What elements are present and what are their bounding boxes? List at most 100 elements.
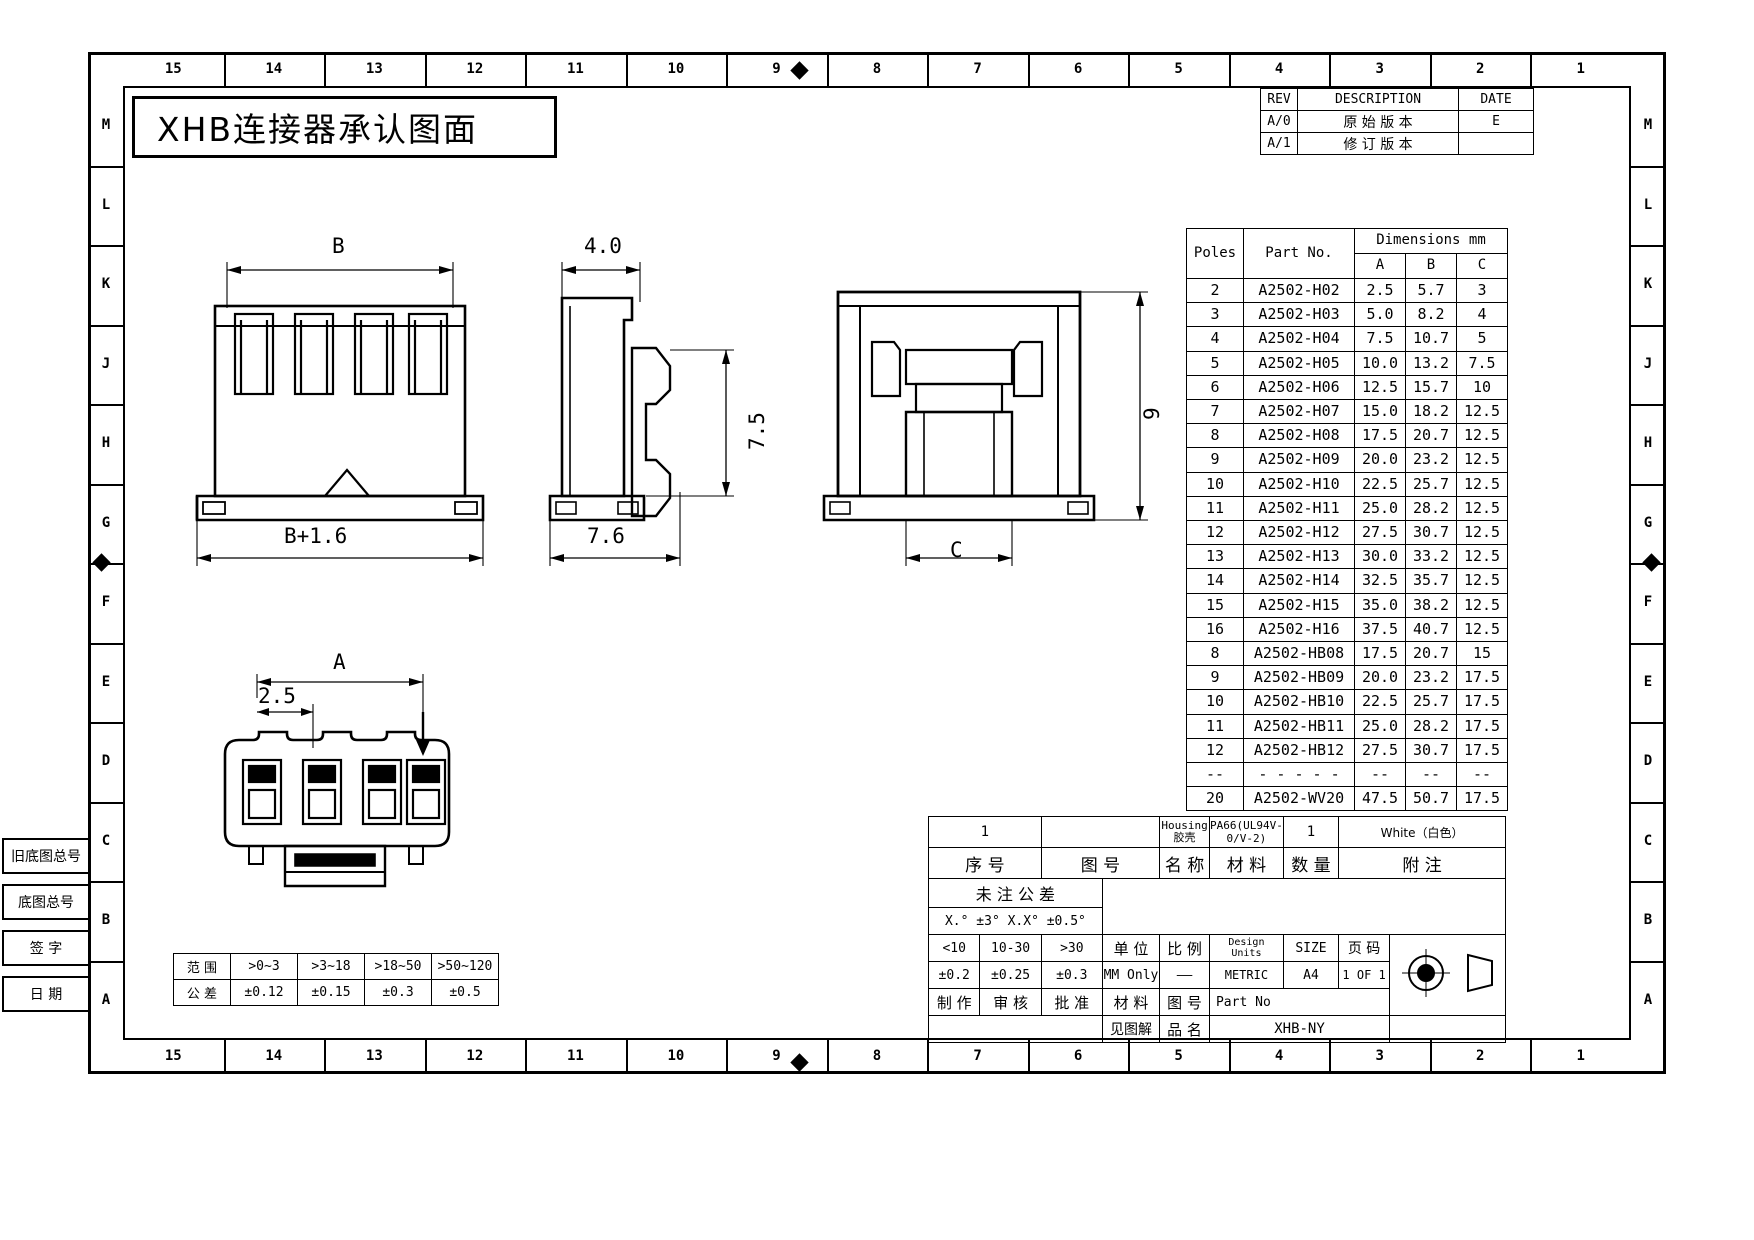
zone-divider <box>625 1040 628 1073</box>
tb-approve-label[interactable]: 批 准 <box>1040 988 1103 1016</box>
dim-b: 10.7 <box>1405 326 1457 352</box>
dim-poles: 10 <box>1186 471 1244 497</box>
dim-part-no: A2502-HB09 <box>1243 665 1355 691</box>
zone-label-8: 8 <box>872 1048 882 1064</box>
drawing-inner-frame <box>123 86 1631 1040</box>
zone-label-7: 7 <box>973 1048 982 1064</box>
zone-label-B: B <box>101 912 111 928</box>
tb-row-tolerance-title: 未 注 公 差 <box>928 878 1507 935</box>
zone-divider <box>826 1040 829 1073</box>
tb-check-label[interactable]: 审 核 <box>979 988 1042 1016</box>
dim-a: 27.5 <box>1354 520 1406 546</box>
zone-label-13: 13 <box>365 1048 383 1064</box>
tb-remark-value: White（白色） <box>1338 816 1506 848</box>
dim-a: 47.5 <box>1354 786 1406 812</box>
zone-divider <box>1228 53 1231 86</box>
tb-maker-label[interactable]: 制 作 <box>927 988 981 1016</box>
tb-scale-label: 比 例 <box>1159 934 1210 962</box>
dim-b: 40.7 <box>1405 616 1457 643</box>
dim-b: 8.2 <box>1405 302 1457 328</box>
dim-c: 3 <box>1456 277 1508 304</box>
revision-date: E <box>1458 110 1534 133</box>
zone-label-L: L <box>101 196 111 213</box>
revision-rev: A/1 <box>1260 132 1298 155</box>
dim-a: 10.0 <box>1354 350 1406 376</box>
dim-b: 30.7 <box>1405 737 1457 764</box>
dim-poles: 11 <box>1186 495 1244 522</box>
dim-a: 30.0 <box>1354 544 1406 570</box>
tb-blank-area <box>1101 878 1507 935</box>
zone-divider <box>89 722 123 724</box>
dim-a: 17.5 <box>1354 423 1406 449</box>
front-view-drawing <box>195 262 485 566</box>
zone-label-11: 11 <box>566 1048 584 1064</box>
zone-divider <box>525 1040 528 1073</box>
dim-b: 33.2 <box>1405 544 1457 570</box>
zone-divider <box>89 324 123 327</box>
dimensions-header-row-2: A B C <box>1187 253 1508 279</box>
zone-divider <box>1631 881 1665 883</box>
zone-divider <box>1631 642 1665 645</box>
zone-divider <box>324 53 327 86</box>
zone-divider <box>89 881 123 883</box>
dim-b: 23.2 <box>1405 447 1457 473</box>
tb-label-qty: 数 量 <box>1282 847 1340 879</box>
dim-header-part-no: Part No. <box>1243 228 1355 279</box>
dim-c: 17.5 <box>1456 737 1508 764</box>
zone-divider <box>1128 53 1131 86</box>
revision-header-rev: REV <box>1260 88 1298 111</box>
zone-divider <box>89 960 123 963</box>
dim-poles: 15 <box>1186 592 1244 618</box>
dim-part-no: A2502-HB12 <box>1243 737 1355 764</box>
zone-label-2: 2 <box>1475 61 1485 77</box>
tb-label-material: 材 料 <box>1208 847 1284 879</box>
zone-label-M: M <box>1643 117 1653 133</box>
zone-divider <box>1329 53 1332 86</box>
tolerance-value-label: 公 差 <box>173 979 231 1006</box>
tb-tolerance-title: 未 注 公 差 <box>928 878 1103 908</box>
tb-range-10-30: 10-30 <box>979 934 1042 962</box>
tb-row-range-values: ±0.2 ±0.25 ±0.3 MM Only —— METRIC A4 1 O… <box>927 961 1506 989</box>
zone-label-5: 5 <box>1174 61 1183 77</box>
tolerance-range-2: >18~50 <box>364 953 432 980</box>
zone-divider <box>726 53 729 86</box>
zone-divider <box>826 53 829 86</box>
zone-label-14: 14 <box>265 1048 283 1064</box>
zone-divider <box>625 53 628 86</box>
tb-unit-label: 单 位 <box>1101 934 1161 962</box>
zone-divider <box>927 1040 930 1073</box>
dim-b: 25.7 <box>1405 471 1457 497</box>
tb-row-labels: 序 号 图 号 名 称 材 料 数 量 附 注 <box>928 847 1506 879</box>
dim-poles: 14 <box>1186 568 1244 594</box>
zone-label-C: C <box>101 832 111 849</box>
dim-c: 12.5 <box>1456 568 1508 594</box>
zone-divider <box>89 801 123 804</box>
rear-view-dim-9: 9 <box>1140 407 1164 420</box>
dim-poles: 20 <box>1186 786 1244 812</box>
tb-projection-symbol-cell <box>1389 934 1506 1016</box>
zone-label-A: A <box>1643 991 1653 1008</box>
dim-a: 20.0 <box>1354 665 1406 691</box>
stub-base-drawing-no: 底图总号 <box>2 884 90 920</box>
tb-name-en: Housing <box>1161 819 1208 832</box>
title-block: 1 Housing 胶壳 PA66(UL94V-0/V-2) 1 White（白… <box>927 816 1507 1043</box>
dim-a: 35.0 <box>1354 592 1406 618</box>
dim-b: 25.7 <box>1405 689 1457 715</box>
dim-b: 5.7 <box>1405 277 1457 304</box>
dim-c: 17.5 <box>1456 786 1508 812</box>
dim-poles: 10 <box>1186 689 1244 715</box>
zone-divider <box>89 642 123 645</box>
dimensions-header-row-1: Poles Part No. Dimensions mm <box>1186 228 1508 279</box>
zone-label-G: G <box>1643 514 1653 531</box>
dim-part-no: A2502-H03 <box>1243 302 1355 328</box>
dim-c: 15 <box>1456 641 1508 667</box>
